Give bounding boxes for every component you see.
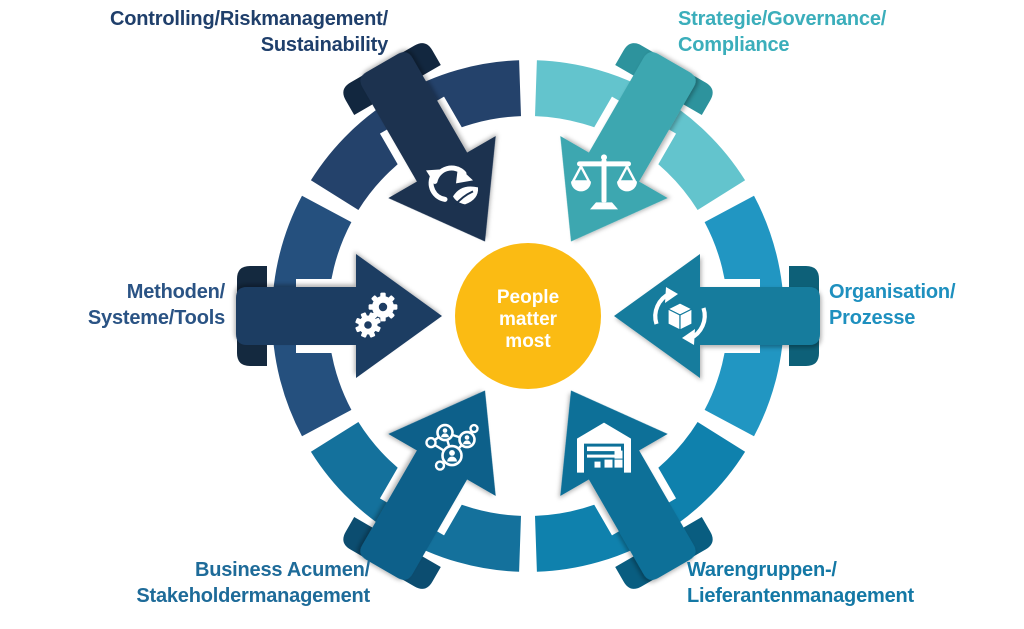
segment-methoden [236, 195, 452, 437]
warehouse-icon [577, 422, 631, 473]
network-people-icon [425, 423, 479, 471]
scales-icon [571, 154, 637, 210]
segment-business [310, 381, 521, 589]
center-circle [455, 243, 601, 389]
center-text-line: most [505, 331, 551, 352]
package-sync-icon [653, 287, 707, 345]
strategie-arrow [560, 52, 696, 242]
gears-icon [355, 292, 398, 338]
segment-organisation [604, 195, 820, 437]
segment-strategie [535, 43, 746, 251]
center-text-line: People [497, 287, 559, 308]
center-text-line: matter [499, 309, 558, 330]
organisation-arrow [614, 254, 820, 378]
methoden-arrow [236, 254, 442, 378]
recycle-leaf-icon [426, 165, 479, 207]
segment-controlling [310, 43, 521, 251]
segment-warengruppen [535, 381, 746, 589]
